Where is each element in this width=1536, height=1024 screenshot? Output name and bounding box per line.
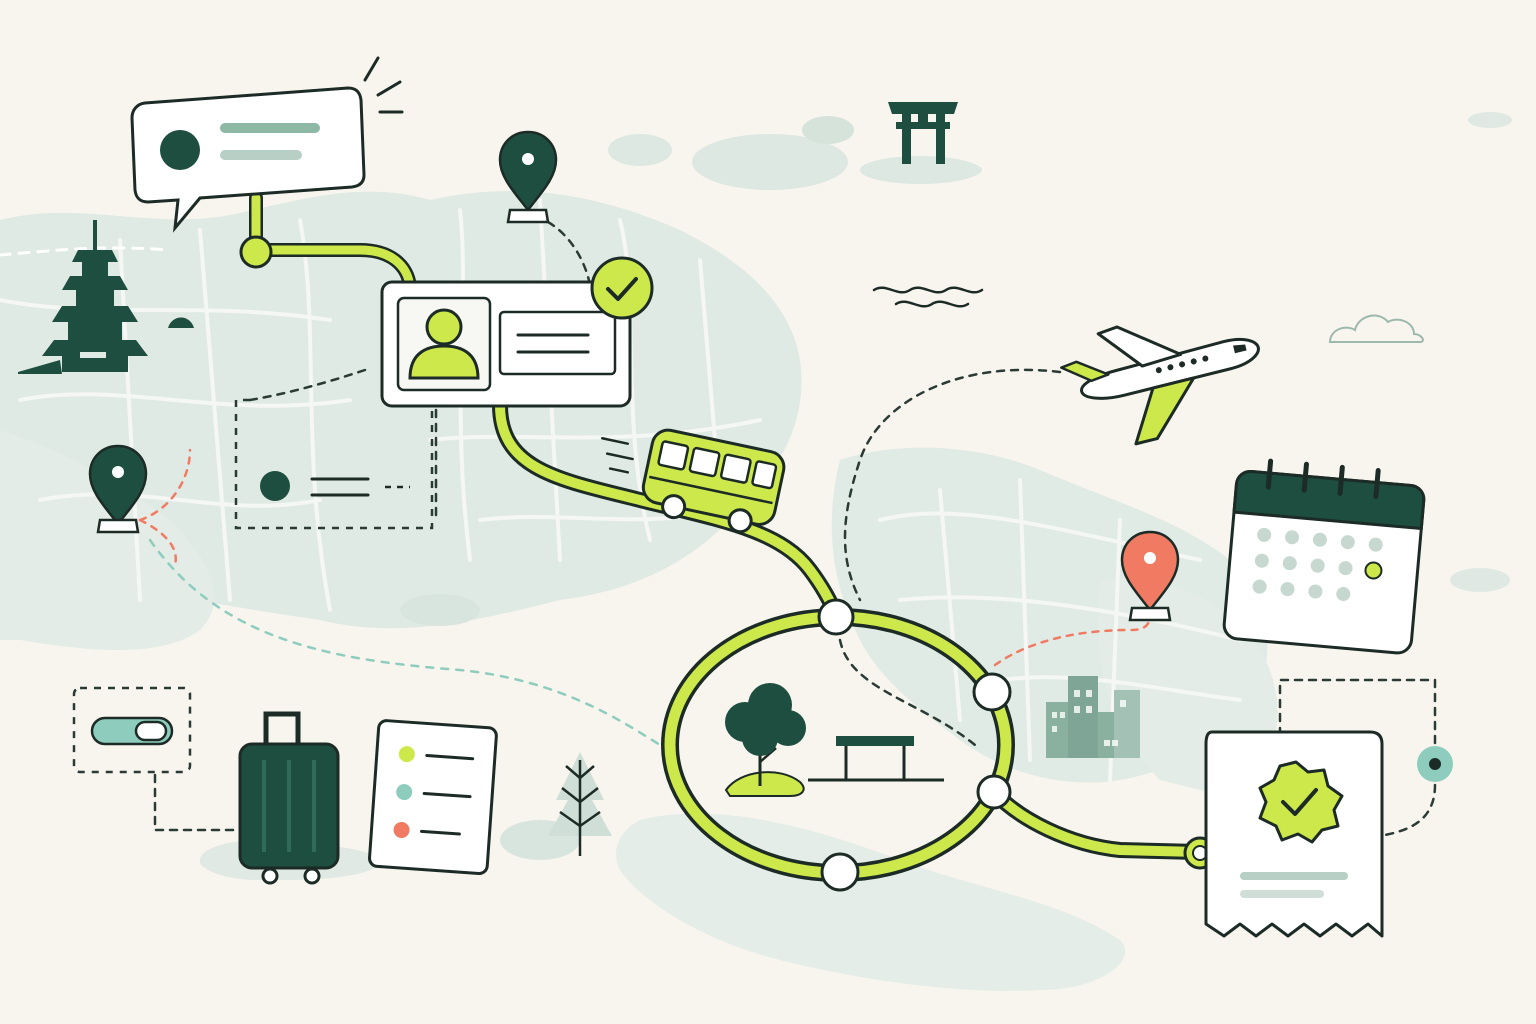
dashed-path (993, 613, 1152, 667)
target-dot-icon (1417, 746, 1453, 782)
route-stop-loop-lower-right[interactable] (976, 774, 1012, 810)
dashed-path (153, 773, 242, 832)
suitcase-icon (200, 711, 380, 885)
dashed-path (138, 448, 192, 522)
street (118, 238, 142, 602)
street (428, 418, 762, 442)
pagoda-icon (18, 220, 148, 374)
street (18, 392, 352, 408)
land-blob-5 (400, 594, 480, 626)
profile-card-icon[interactable] (380, 280, 632, 408)
chat-bubble-icon[interactable] (130, 56, 404, 233)
airplane-icon (1060, 325, 1260, 446)
chat-avatar-dot (160, 130, 200, 170)
dashed-path (248, 368, 367, 402)
route-segment-profile-to-loop-fill (495, 400, 841, 620)
chat-line (220, 123, 320, 133)
info-dot (260, 471, 290, 501)
street (0, 298, 332, 322)
map-pin-icon[interactable] (88, 444, 148, 534)
street (998, 675, 1242, 702)
checklist-icon[interactable] (368, 719, 498, 875)
bus-icon (601, 428, 786, 534)
dashed-path (1278, 678, 1437, 747)
street (298, 218, 332, 612)
dashed-connectors (0, 220, 1437, 837)
route-stop-loop-bottom[interactable] (820, 852, 860, 892)
pine-tree-icon (548, 752, 612, 856)
street (198, 228, 232, 602)
toggle-icon[interactable] (72, 686, 192, 774)
land-blob-1 (692, 134, 848, 190)
waves-icon (872, 286, 984, 308)
dashed-path (0, 246, 172, 257)
land-blob-4 (608, 134, 672, 166)
route-stop-loop-right[interactable] (972, 672, 1012, 712)
park-icon (724, 683, 944, 797)
street (938, 488, 962, 722)
map-pin-icon[interactable] (1120, 530, 1180, 622)
street (1018, 478, 1032, 762)
land-blob-8 (1450, 568, 1510, 592)
calendar-highlight-day (1364, 561, 1383, 580)
calendar-icon[interactable] (1222, 458, 1426, 655)
land-region-south (616, 813, 1126, 991)
dashed-path (838, 638, 977, 747)
dashed-path (138, 518, 178, 567)
dashed-path (546, 220, 592, 287)
receipt-line (1240, 890, 1324, 898)
land-region-west-2 (0, 430, 215, 650)
dashed-path (1383, 783, 1437, 837)
land-blob-9 (1468, 112, 1512, 128)
receipt-verified-icon[interactable] (1204, 730, 1384, 938)
street (38, 492, 322, 508)
map-pin-icon[interactable] (498, 130, 558, 224)
city-buildings-icon (1046, 676, 1140, 758)
land-blob-3 (802, 116, 854, 144)
checkmark-badge-icon (590, 256, 654, 320)
route-segment-loop-to-receipt-fill (989, 787, 1203, 857)
route-stop-loop-top[interactable] (817, 598, 855, 636)
dashed-info-box[interactable] (234, 398, 434, 530)
chat-line (220, 150, 302, 160)
profile-info-frame (498, 310, 617, 376)
dashed-path (148, 538, 662, 747)
receipt-line (1240, 872, 1348, 880)
cloud-icon (1328, 314, 1424, 343)
chat-sparkle (363, 56, 404, 114)
route-stop-chat[interactable] (239, 235, 273, 269)
profile-shoulders (408, 344, 480, 380)
torii-gate-icon (862, 102, 982, 182)
dashed-path (843, 368, 1062, 602)
street (898, 595, 1242, 642)
profile-head (425, 308, 463, 346)
hill (168, 317, 194, 328)
